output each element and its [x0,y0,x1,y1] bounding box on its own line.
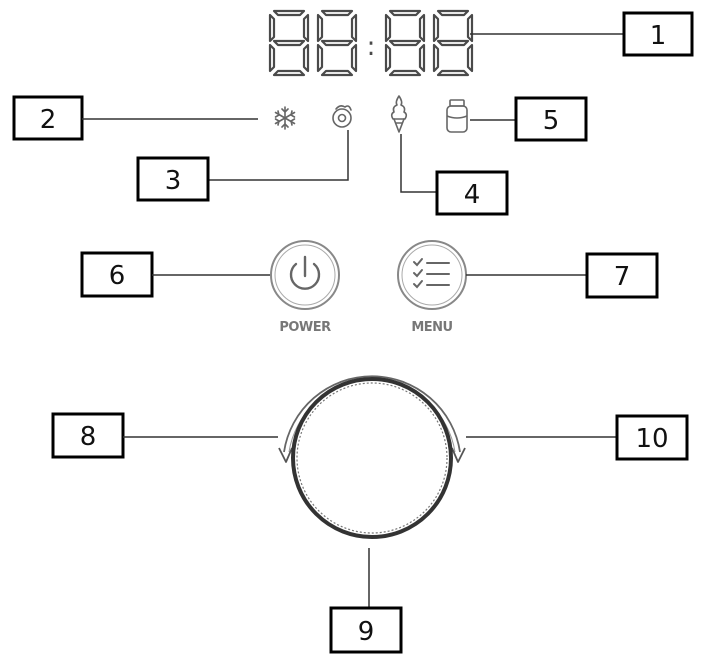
rotation-arc [283,375,461,453]
callout-3-number: 3 [165,166,182,196]
power-button[interactable] [270,240,340,310]
callout-10: 10 [615,414,689,461]
seven-segment-display-icon: : [268,9,474,77]
jar-icon [446,99,468,133]
menu-button[interactable] [397,240,467,310]
callout-7-number: 7 [614,262,631,292]
callout-6: 6 [80,251,154,298]
callout-7: 7 [585,252,659,299]
callout-1: 1 [622,11,694,57]
ice-cream-cone-icon [390,95,408,133]
callout-9-number: 9 [358,617,375,647]
leader-line-4 [400,134,437,193]
arrow-right-icon [451,447,466,463]
callout-8-number: 8 [80,422,97,452]
arrow-left-icon [278,447,293,463]
callout-1-number: 1 [650,21,667,51]
callout-2-number: 2 [40,105,57,135]
callout-2: 2 [12,95,84,141]
callout-10-number: 10 [635,424,668,454]
sorbet-icon [332,105,352,128]
rotary-knob-icon [291,377,453,539]
callout-3: 3 [136,156,210,202]
power-label: POWER [279,320,331,335]
leader-line-3 [208,130,349,181]
rotary-knob[interactable] [278,375,466,539]
callout-8: 8 [51,412,125,459]
callout-5-number: 5 [543,106,560,136]
callout-4-number: 4 [464,180,481,210]
callout-5: 5 [514,96,588,142]
callout-6-number: 6 [109,261,126,291]
menu-label: MENU [411,320,452,335]
display-colon: : [367,32,376,62]
menu-list-icon [413,258,450,289]
power-icon [289,255,321,290]
callout-4: 4 [435,170,509,216]
snowflake-icon [274,106,296,130]
callout-9: 9 [329,606,403,654]
